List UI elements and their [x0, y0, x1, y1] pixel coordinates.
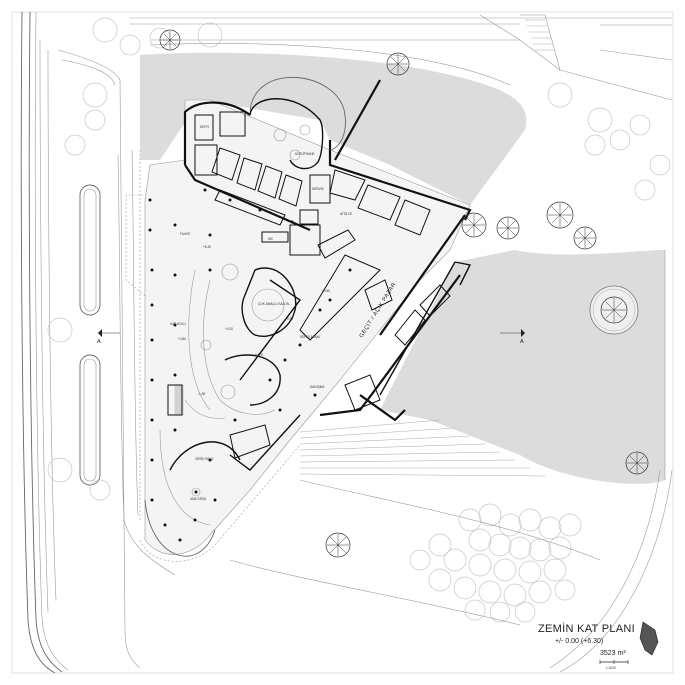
plaza-border: [139, 444, 301, 562]
section-mark-right-label: A: [520, 339, 524, 345]
site-key-icon: [639, 621, 659, 656]
trees-cluster: [409, 503, 582, 623]
central-exhibition: [188, 263, 297, 415]
south-path: [299, 479, 601, 561]
level-tag-4: -1.50: [198, 392, 205, 396]
level-tag-3: +0.30: [285, 317, 293, 321]
plan-title: ZEMİN KAT PLANI: [538, 622, 635, 635]
road-lines: [20, 11, 176, 674]
label-main-entrance: ANA GİRİŞ: [190, 496, 206, 501]
north-roads: [130, 14, 673, 101]
drawing-frame: [11, 11, 674, 674]
east-landscape-hatch: [380, 250, 665, 484]
exterior-walls: [183, 79, 472, 471]
north-rotunda: [249, 77, 346, 170]
section-mark-right: A: [500, 329, 525, 345]
scale-label: 1:1000: [606, 666, 616, 670]
label-entrance-hall: GİRİŞ HOLÜ: [195, 456, 214, 461]
south-path-2: [229, 559, 521, 626]
east-road-curve: [559, 469, 673, 673]
label-library: KÜTÜPHANE: [295, 152, 315, 156]
level-tag-5: +4.80: [178, 337, 186, 341]
label-service: SERVİS: [312, 186, 324, 191]
level-tag-2: +0.00: [225, 327, 233, 331]
north-landscape-hatch: [140, 52, 527, 206]
label-multipurpose: ÇOK AMAÇLI SALON: [258, 302, 290, 306]
diagonal-rooms: [167, 229, 451, 459]
building-plaza: [144, 99, 471, 555]
label-workshop: ATÖLYE: [340, 212, 352, 216]
label-kat-holu: KAT HOLÜ: [170, 322, 186, 326]
plan-elevation: +/- 0.00 (+6.30): [555, 638, 603, 645]
section-mark-left-label: A: [97, 339, 101, 345]
south-entrance: [144, 399, 241, 557]
section-mark-left: A: [97, 329, 120, 345]
level-tag-6: +0.60: [322, 289, 330, 293]
label-info: DANIŞMA: [310, 385, 325, 389]
terrace-steps: [299, 419, 546, 477]
label-exhibition: SERGİ ALANI: [300, 334, 320, 339]
level-tag-1: +6.30: [203, 245, 211, 249]
structural-columns: [148, 188, 352, 542]
title-block: ZEMİN KAT PLANI +/- 0.00 (+6.30) 3523 m²…: [538, 621, 659, 670]
plan-area: 3523 m²: [600, 650, 626, 657]
label-cafe: KAFE: [255, 353, 263, 357]
label-foyer: FUAYE: [180, 232, 190, 236]
label-wc: WC: [268, 237, 274, 241]
trees-dark: [159, 29, 649, 558]
east-road-curve-inner: [549, 469, 661, 669]
north-rooms: [194, 111, 431, 256]
label-stores: DEPO: [200, 125, 210, 129]
